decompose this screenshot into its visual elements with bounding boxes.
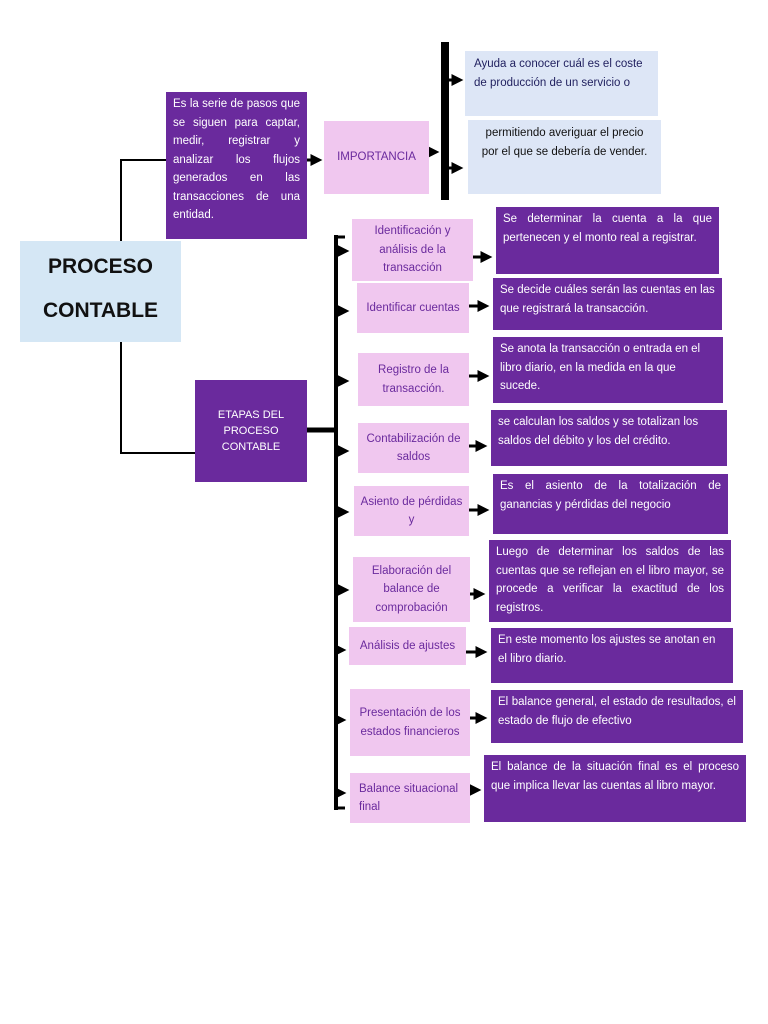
- stage-name: Balance situacional final: [359, 782, 459, 814]
- root-title-line2: CONTABLE: [42, 299, 159, 322]
- stage-description-text: Es el asiento de la totalización de gana…: [500, 480, 721, 511]
- stage-description-text: Se determinar la cuenta a la que pertene…: [503, 213, 712, 244]
- stage-name: Análisis de ajustes: [359, 639, 456, 652]
- stage-description-text: El balance de la situación final es el p…: [491, 761, 739, 792]
- stage-description-2: Se decide cuáles serán las cuentas en la…: [493, 278, 722, 330]
- stage-name: Contabilización de saldos: [366, 432, 461, 464]
- stage-description-text: Luego de determinar los saldos de las cu…: [496, 546, 724, 614]
- stage-description-4: se calculan los saldos y se totalizan lo…: [491, 410, 727, 466]
- definition-box: Es la serie de pasos que se siguen para …: [166, 92, 307, 239]
- stage-description-6: Luego de determinar los saldos de las cu…: [489, 540, 731, 622]
- importance-point-2-text: permitiendo averiguar el precio por el q…: [481, 127, 648, 158]
- stage-node-4: Contabilización de saldos: [358, 423, 469, 473]
- stages-node: ETAPAS DEL PROCESO CONTABLE: [195, 380, 307, 482]
- importance-point-1: Ayuda a conocer cuál es el coste de prod…: [465, 51, 658, 116]
- stages-label: ETAPAS DEL PROCESO CONTABLE: [217, 409, 285, 453]
- stage-name: Identificación y análisis de la transacc…: [374, 225, 451, 275]
- importance-point-1-text: Ayuda a conocer cuál es el coste de prod…: [474, 58, 643, 89]
- stage-name: Identificar cuentas: [366, 301, 460, 314]
- stage-description-text: Se anota la transacción o entrada en el …: [500, 343, 701, 392]
- stage-name: Asiento de pérdidas y: [360, 495, 463, 527]
- importance-label: IMPORTANCIA: [337, 151, 416, 164]
- stage-node-7: Análisis de ajustes: [349, 627, 466, 665]
- stage-node-9: Balance situacional final: [350, 773, 470, 823]
- root-title-line1: PROCESO: [47, 255, 154, 278]
- stage-description-7: En este momento los ajustes se anotan en…: [491, 628, 733, 683]
- stage-description-text: Se decide cuáles serán las cuentas en la…: [500, 284, 715, 315]
- stage-name: Elaboración del balance de comprobación: [371, 564, 452, 614]
- stage-node-3: Registro de la transacción.: [358, 353, 469, 406]
- stage-node-2: Identificar cuentas: [357, 283, 469, 333]
- stage-node-8: Presentación de los estados financieros: [350, 689, 470, 756]
- stage-node-1: Identificación y análisis de la transacc…: [352, 219, 473, 281]
- stage-node-6: Elaboración del balance de comprobación: [353, 557, 470, 622]
- definition-text: Es la serie de pasos que se siguen para …: [173, 98, 300, 221]
- stage-node-5: Asiento de pérdidas y: [354, 486, 469, 536]
- root-node: PROCESO CONTABLE: [20, 241, 181, 342]
- importance-node: IMPORTANCIA: [324, 121, 429, 194]
- stage-description-8: El balance general, el estado de resulta…: [491, 690, 743, 743]
- stage-description-3: Se anota la transacción o entrada en el …: [493, 337, 723, 403]
- stage-description-text: se calculan los saldos y se totalizan lo…: [498, 416, 699, 447]
- stage-description-text: En este momento los ajustes se anotan en…: [498, 634, 716, 665]
- stage-description-1: Se determinar la cuenta a la que pertene…: [496, 207, 719, 274]
- stage-description-9: El balance de la situación final es el p…: [484, 755, 746, 822]
- stage-name: Registro de la transacción.: [378, 364, 449, 395]
- stage-description-text: El balance general, el estado de resulta…: [498, 696, 736, 727]
- stage-name: Presentación de los estados financieros: [359, 707, 461, 738]
- importance-point-2: permitiendo averiguar el precio por el q…: [468, 120, 661, 194]
- stage-description-5: Es el asiento de la totalización de gana…: [493, 474, 728, 534]
